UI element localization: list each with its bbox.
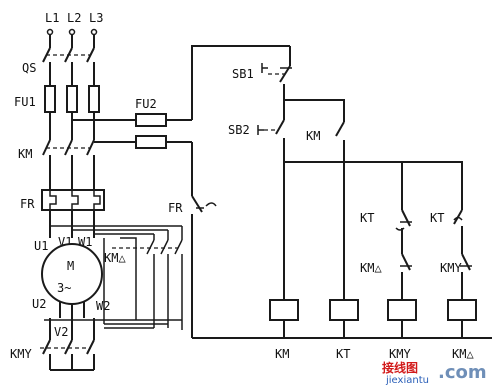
star-contactor-label: KMY xyxy=(10,347,32,361)
phase-label-l2: L2 xyxy=(67,11,81,25)
timer-no-kt xyxy=(453,209,463,254)
watermark-site: jiexiantu xyxy=(385,375,429,386)
start-button-label: SB2 xyxy=(228,123,250,137)
fuse-fu2 xyxy=(72,113,192,149)
phase-label-l3: L3 xyxy=(89,11,103,25)
motor-label: M xyxy=(67,259,74,273)
terminal-label-u2: U2 xyxy=(32,297,46,311)
coil-label-kmy: KMY xyxy=(389,347,411,361)
timer-no-label: KT xyxy=(430,211,444,225)
fuse-label-fu2: FU2 xyxy=(135,97,157,111)
overload-fr xyxy=(41,189,105,238)
terminal-l3 xyxy=(90,28,98,36)
terminal-l1 xyxy=(46,28,54,36)
terminal-l2 xyxy=(68,28,76,36)
delta-contactor-label: KM△ xyxy=(104,251,126,265)
timer-nc-kt xyxy=(395,209,412,254)
watermark-chinese: 接线图 xyxy=(382,360,418,375)
contactor-label-km: KM xyxy=(18,147,32,161)
interlock-star-label: KMY xyxy=(440,261,462,275)
fuse-fu1 xyxy=(44,85,100,140)
coil-label-km: KM xyxy=(275,347,289,361)
start-button-sb2 xyxy=(257,100,285,300)
hold-contact-label: KM xyxy=(306,129,320,143)
contactor-km xyxy=(42,139,95,190)
coil-km xyxy=(269,299,299,338)
switch-qs xyxy=(42,35,95,86)
motor: U1 V1 W1 M 3~ U2 V2 W2 xyxy=(32,235,110,339)
motor-symbol xyxy=(41,243,103,305)
timer-nc-label: KT xyxy=(360,211,374,225)
terminal-label-v2: V2 xyxy=(54,325,68,339)
stop-button-label: SB1 xyxy=(232,67,254,81)
coil-km-delta xyxy=(447,299,477,338)
switch-label-qs: QS xyxy=(22,61,36,75)
interlock-star xyxy=(460,253,472,300)
coil-label-km-delta: KM△ xyxy=(452,347,474,361)
control-circuit: FU2 FR SB1 xyxy=(72,45,492,361)
power-circuit: L1 L2 L3 QS FU1 xyxy=(10,11,183,371)
stop-button-sb1 xyxy=(261,46,292,100)
delta-wiring xyxy=(44,225,183,330)
motor-phase-label: 3~ xyxy=(57,281,71,295)
overload-label-fr: FR xyxy=(20,197,35,211)
interlock-delta xyxy=(400,253,412,300)
watermark: 接线图 jiexiantu .com xyxy=(382,360,487,386)
interlock-delta-label: KM△ xyxy=(360,261,382,275)
coil-kt xyxy=(329,299,359,338)
coil-label-kt: KT xyxy=(336,347,350,361)
terminal-label-u1: U1 xyxy=(34,239,48,253)
fuse-label-fu1: FU1 xyxy=(14,95,36,109)
overload-contact-label: FR xyxy=(168,201,183,215)
overload-contact-fr xyxy=(191,142,492,339)
star-contactor-kmy xyxy=(40,318,95,371)
phase-label-l1: L1 xyxy=(45,11,59,25)
watermark-com: .com xyxy=(438,362,487,383)
hold-contact-km xyxy=(284,99,463,300)
terminal-label-w2: W2 xyxy=(96,299,110,313)
coil-kmy xyxy=(387,299,417,338)
